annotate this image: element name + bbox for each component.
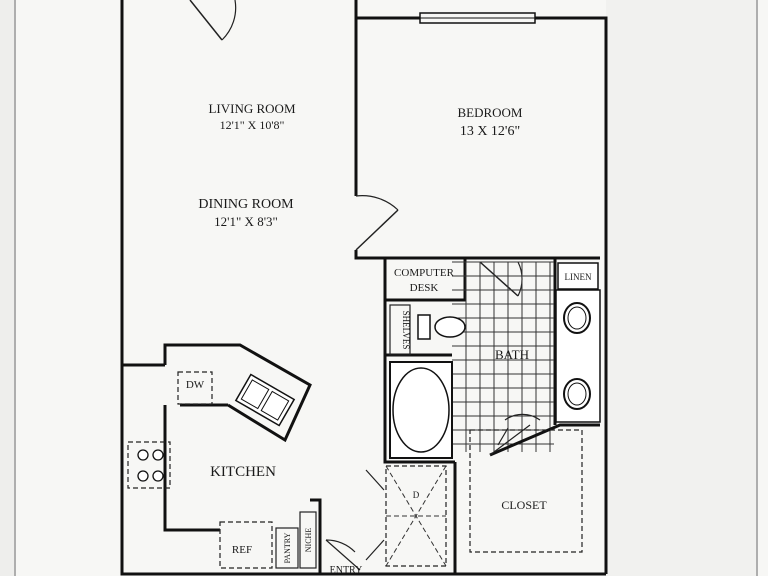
laundry-closet (365, 465, 447, 567)
closet-walls (453, 423, 600, 574)
ref-label: REF (232, 544, 252, 556)
linen-closet (557, 262, 599, 290)
bath-walls (383, 258, 557, 464)
entry-label: ENTRY (330, 565, 363, 576)
bedroom-walls (354, 18, 600, 260)
bathtub-icon (389, 361, 453, 459)
niche-cabinet (299, 511, 317, 569)
linen-label: LINEN (565, 272, 592, 282)
bedroom-dims: 13 X 12'6" (460, 124, 520, 139)
pantry-cabinet (275, 527, 299, 569)
shelves-label: SHELVES (401, 311, 411, 350)
living-room-label: LIVING ROOM (208, 101, 295, 116)
dining-room-label: DINING ROOM (198, 197, 294, 212)
entry-door (325, 539, 361, 571)
bedroom-window (419, 12, 536, 24)
kitchen-walls (122, 343, 322, 574)
niche-label: NICHE (304, 528, 313, 553)
closet-door (489, 413, 541, 456)
bath-tile-floor (452, 261, 554, 452)
bedroom-door (355, 195, 399, 251)
vanity-counter (555, 289, 601, 423)
stove-icon (127, 441, 171, 489)
page-frame (14, 0, 758, 576)
kitchen-label: KITCHEN (210, 464, 276, 480)
kitchen-sink-icon (234, 373, 296, 427)
closet-label: CLOSET (501, 498, 547, 512)
pantry-label: PANTRY (283, 532, 292, 563)
d-label: D (413, 490, 420, 500)
dishwasher (177, 371, 213, 405)
living-room-dims: 12'1" X 10'8" (220, 118, 285, 132)
toilet-icon (417, 314, 466, 340)
bedroom-label: BEDROOM (457, 105, 522, 120)
dining-room-dims: 12'1" X 8'3" (214, 214, 278, 229)
dw-label: DW (186, 379, 205, 391)
bath-label: BATH (495, 347, 529, 362)
refrigerator (219, 521, 273, 569)
computer-desk-label: COMPUTER (394, 267, 455, 279)
computer-desk-label-2: DESK (410, 282, 439, 294)
entry-door-top (189, 0, 237, 41)
shelves-cabinet (389, 304, 411, 356)
